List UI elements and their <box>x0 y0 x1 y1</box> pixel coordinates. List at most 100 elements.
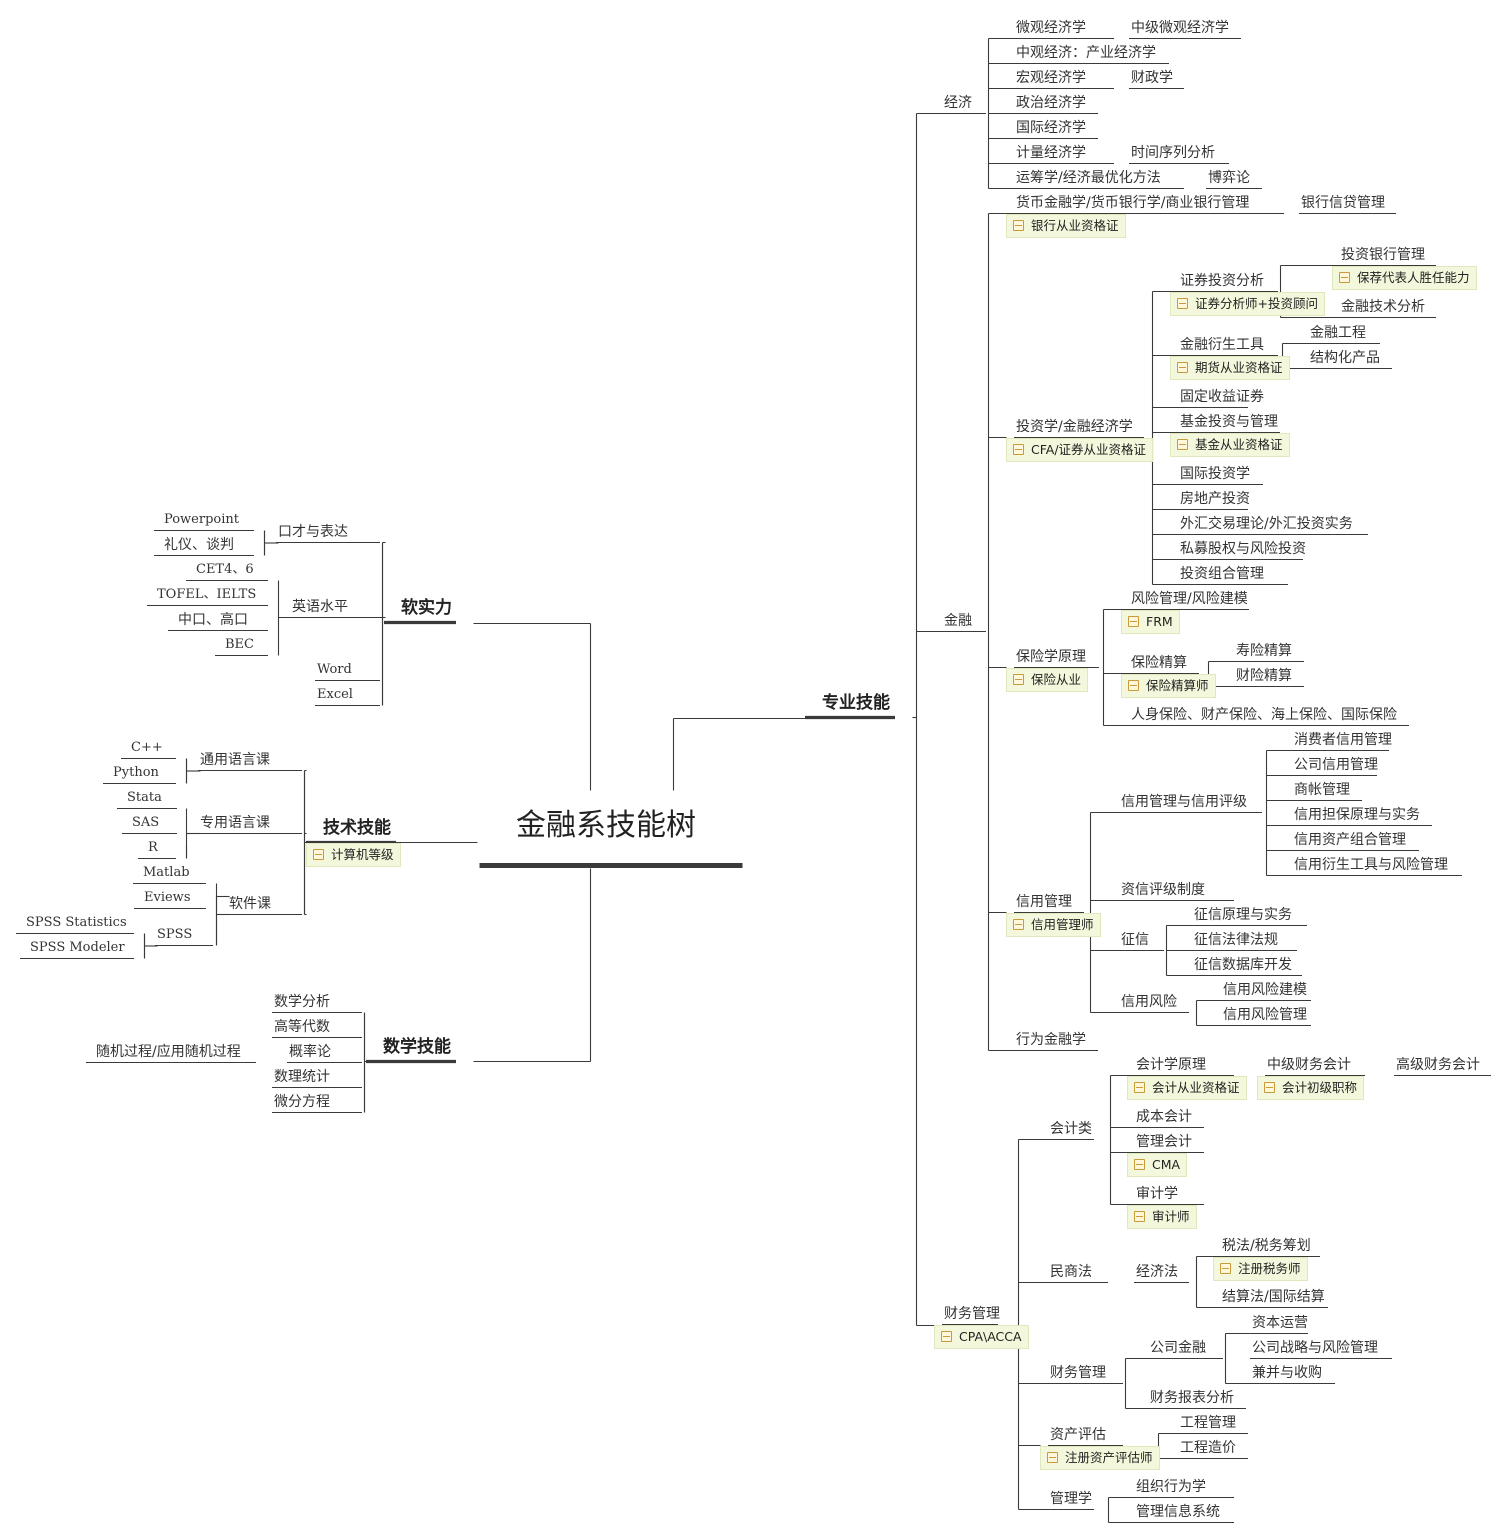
mindmap-node[interactable]: 宏观经济学 <box>1016 70 1086 86</box>
mindmap-node[interactable]: 保险精算 <box>1131 655 1187 671</box>
mindmap-node[interactable]: 成本会计 <box>1136 1109 1192 1125</box>
mindmap-node[interactable]: 软实力 <box>401 598 452 618</box>
certificate-badge[interactable]: 注册税务师 <box>1213 1257 1308 1281</box>
mindmap-node[interactable]: 商帐管理 <box>1294 782 1350 798</box>
mindmap-node[interactable]: 银行信贷管理 <box>1301 195 1385 211</box>
certificate-badge[interactable]: 计算机等级 <box>306 843 401 867</box>
mindmap-node[interactable]: 民商法 <box>1050 1264 1092 1280</box>
mindmap-node[interactable]: CET4、6 <box>196 562 254 577</box>
mindmap-node[interactable]: Eviews <box>144 890 191 905</box>
mindmap-node[interactable]: 信用风险 <box>1121 994 1177 1010</box>
mindmap-node[interactable]: 中观经济：产业经济学 <box>1016 45 1156 61</box>
mindmap-node[interactable]: 管理信息系统 <box>1136 1504 1220 1520</box>
mindmap-node[interactable]: TOFEL、IELTS <box>157 587 257 602</box>
mindmap-node[interactable]: 投资银行管理 <box>1341 247 1425 263</box>
mindmap-node[interactable]: 高等代数 <box>274 1019 330 1035</box>
mindmap-node[interactable]: 金融技术分析 <box>1341 299 1425 315</box>
mindmap-node[interactable]: 管理学 <box>1050 1491 1092 1507</box>
mindmap-node[interactable]: 经济 <box>944 95 972 111</box>
mindmap-node[interactable]: Excel <box>317 687 353 702</box>
mindmap-node[interactable]: 货币金融学/货币银行学/商业银行管理 <box>1016 195 1250 211</box>
mindmap-node[interactable]: 经济法 <box>1136 1264 1178 1280</box>
certificate-badge[interactable]: FRM <box>1121 610 1180 634</box>
mindmap-node[interactable]: Stata <box>127 790 162 805</box>
certificate-badge[interactable]: 期货从业资格证 <box>1170 356 1290 380</box>
mindmap-node[interactable]: SPSS Statistics <box>26 915 127 930</box>
mindmap-node[interactable]: 高级财务会计 <box>1396 1057 1480 1073</box>
mindmap-node[interactable]: 资本运营 <box>1252 1315 1308 1331</box>
mindmap-node[interactable]: 兼并与收购 <box>1252 1365 1322 1381</box>
mindmap-node[interactable]: 人身保险、财产保险、海上保险、国际保险 <box>1131 707 1397 723</box>
mindmap-node[interactable]: C++ <box>131 740 163 755</box>
mindmap-node[interactable]: R <box>148 840 158 855</box>
certificate-badge[interactable]: CPA\ACCA <box>934 1325 1029 1349</box>
mindmap-node[interactable]: 中口、高口 <box>178 612 248 628</box>
mindmap-node[interactable]: 随机过程/应用随机过程 <box>96 1044 241 1060</box>
mindmap-node[interactable]: 结构化产品 <box>1310 350 1380 366</box>
mindmap-node[interactable]: 证券投资分析 <box>1180 273 1264 289</box>
mindmap-node[interactable]: 征信法律法规 <box>1194 932 1278 948</box>
mindmap-node[interactable]: 政治经济学 <box>1016 95 1086 111</box>
certificate-badge[interactable]: 银行从业资格证 <box>1006 214 1126 238</box>
mindmap-node[interactable]: 金融 <box>944 613 972 629</box>
mindmap-node[interactable]: 寿险精算 <box>1236 643 1292 659</box>
mindmap-node[interactable]: 信用衍生工具与风险管理 <box>1294 857 1448 873</box>
mindmap-node[interactable]: 博弈论 <box>1208 170 1250 186</box>
certificate-badge[interactable]: 保险从业 <box>1006 668 1089 692</box>
mindmap-node[interactable]: 外汇交易理论/外汇投资实务 <box>1180 516 1353 532</box>
certificate-badge[interactable]: 审计师 <box>1127 1205 1197 1229</box>
mindmap-node[interactable]: 时间序列分析 <box>1131 145 1215 161</box>
certificate-badge[interactable]: 会计初级职称 <box>1257 1076 1365 1100</box>
mindmap-node[interactable]: 口才与表达 <box>278 524 348 540</box>
certificate-badge[interactable]: 信用管理师 <box>1006 913 1101 937</box>
certificate-badge[interactable]: 基金从业资格证 <box>1170 433 1290 457</box>
certificate-badge[interactable]: 保险精算师 <box>1121 674 1216 698</box>
mindmap-node[interactable]: 固定收益证券 <box>1180 389 1264 405</box>
certificate-badge[interactable]: 会计从业资格证 <box>1127 1076 1247 1100</box>
certificate-badge[interactable]: CMA <box>1127 1153 1188 1177</box>
mindmap-node[interactable]: 计量经济学 <box>1016 145 1086 161</box>
mindmap-node[interactable]: 信用风险建模 <box>1223 982 1307 998</box>
mindmap-node[interactable]: 房地产投资 <box>1180 491 1250 507</box>
mindmap-node[interactable]: 基金投资与管理 <box>1180 414 1278 430</box>
mindmap-node[interactable]: 软件课 <box>229 896 271 912</box>
mindmap-node[interactable]: 公司战略与风险管理 <box>1252 1340 1378 1356</box>
mindmap-node[interactable]: Word <box>317 662 352 677</box>
mindmap-node[interactable]: 信用风险管理 <box>1223 1007 1307 1023</box>
mindmap-node[interactable]: 中级财务会计 <box>1267 1057 1351 1073</box>
mindmap-node[interactable]: 结算法/国际结算 <box>1222 1289 1325 1305</box>
mindmap-node[interactable]: 金融衍生工具 <box>1180 337 1264 353</box>
mindmap-node[interactable]: 中级微观经济学 <box>1131 20 1229 36</box>
mindmap-node[interactable]: 工程管理 <box>1180 1415 1236 1431</box>
mindmap-node[interactable]: 数理统计 <box>274 1069 330 1085</box>
mindmap-node[interactable]: 金融工程 <box>1310 325 1366 341</box>
mindmap-node[interactable]: 数学分析 <box>274 994 330 1010</box>
mindmap-node[interactable]: 征信原理与实务 <box>1194 907 1292 923</box>
mindmap-node[interactable]: 投资组合管理 <box>1180 566 1264 582</box>
mindmap-node[interactable]: 技术技能 <box>323 818 391 838</box>
mindmap-node[interactable]: SPSS Modeler <box>30 940 125 955</box>
mindmap-node[interactable]: 管理会计 <box>1136 1134 1192 1150</box>
mindmap-node[interactable]: 财务管理 <box>1050 1365 1106 1381</box>
mindmap-node[interactable]: 信用管理 <box>1016 894 1072 910</box>
certificate-badge[interactable]: 保荐代表人胜任能力 <box>1332 266 1477 290</box>
mindmap-node[interactable]: 数学技能 <box>383 1037 451 1057</box>
mindmap-node[interactable]: 信用资产组合管理 <box>1294 832 1406 848</box>
mindmap-node[interactable]: 保险学原理 <box>1016 649 1086 665</box>
mindmap-node[interactable]: 财政学 <box>1131 70 1173 86</box>
mindmap-node[interactable]: Powerpoint <box>164 512 239 527</box>
mindmap-node[interactable]: 公司信用管理 <box>1294 757 1378 773</box>
mindmap-node[interactable]: 礼仪、谈判 <box>164 537 234 553</box>
mindmap-node[interactable]: Python <box>113 765 159 780</box>
mindmap-node[interactable]: 信用管理与信用评级 <box>1121 794 1247 810</box>
mindmap-node[interactable]: 微观经济学 <box>1016 20 1086 36</box>
mindmap-node[interactable]: 征信 <box>1121 932 1149 948</box>
mindmap-node[interactable]: SAS <box>132 815 160 830</box>
mindmap-node[interactable]: 英语水平 <box>292 599 348 615</box>
mindmap-node[interactable]: Matlab <box>143 865 190 880</box>
mindmap-node[interactable]: 组织行为学 <box>1136 1479 1206 1495</box>
mindmap-node[interactable]: 国际投资学 <box>1180 466 1250 482</box>
root-title[interactable]: 金融系技能树 <box>516 808 696 843</box>
mindmap-node[interactable]: 运筹学/经济最优化方法 <box>1016 170 1161 186</box>
mindmap-node[interactable]: 专业技能 <box>822 693 890 713</box>
